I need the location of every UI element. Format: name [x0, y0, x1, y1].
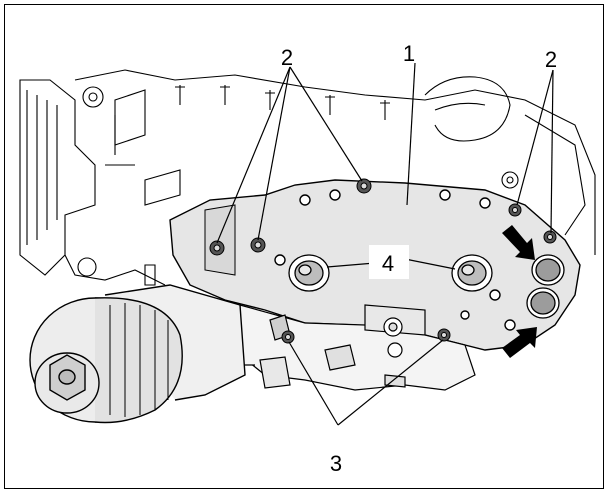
callout-4: 4 — [382, 251, 394, 276]
bolt-group-3 — [281, 328, 451, 344]
arrow-upper — [502, 225, 535, 260]
callout-labels: 1 2 2 3 4 — [281, 41, 557, 476]
direction-arrows — [502, 225, 537, 358]
oil-filter-housing — [29, 284, 246, 424]
bolt-group-2 — [209, 178, 557, 256]
callout-3: 3 — [330, 451, 342, 476]
side-ports — [526, 254, 565, 319]
callout-2-right: 2 — [545, 47, 557, 72]
leader-lines — [216, 62, 554, 426]
seal-plugs-4 — [288, 254, 493, 292]
callout-1: 1 — [403, 41, 415, 66]
callout-2-left: 2 — [281, 45, 293, 70]
engine-diagram: 1 2 2 3 4 — [19, 41, 596, 476]
engine-block-outline — [19, 69, 596, 286]
diagram-frame: 1 2 2 3 4 — [4, 4, 604, 489]
arrow-lower — [502, 327, 537, 358]
